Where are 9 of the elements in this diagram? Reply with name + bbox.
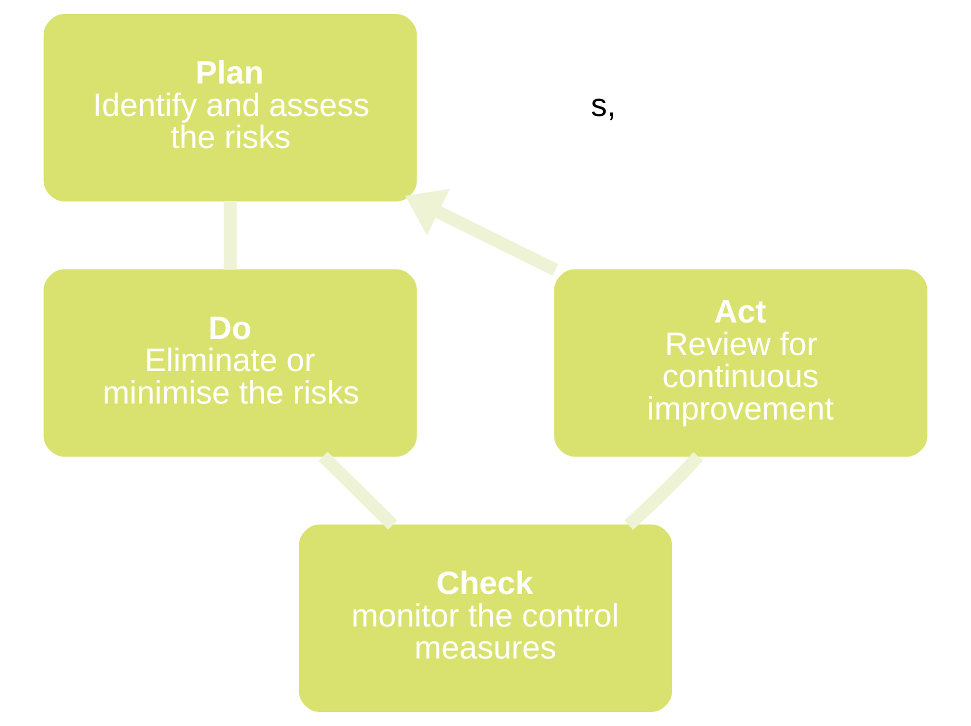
node-box: Plan Identify and assess the risks <box>44 14 417 202</box>
node-box: Check monitor the control measures <box>298 524 672 712</box>
label: s, <box>590 86 616 123</box>
connector <box>224 201 237 270</box>
arrow <box>405 188 558 276</box>
node-box: Do Eliminate or minimise the risks <box>44 269 417 457</box>
connector <box>318 452 398 530</box>
connector <box>624 452 703 530</box>
node-box: Act Review for continuous improvement <box>554 269 928 457</box>
